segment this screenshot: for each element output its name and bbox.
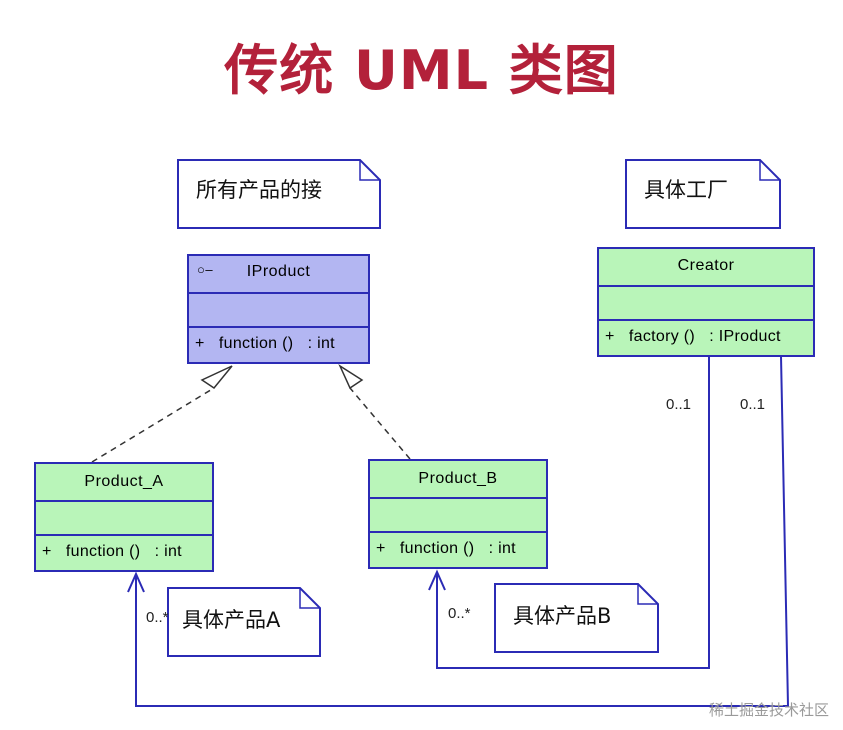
operation-visibility: + (42, 543, 52, 560)
realization-arrow-b (338, 364, 364, 390)
product-b-note-shape (494, 583, 659, 653)
iproduct-interface-box: ○– IProduct + function () : int (187, 254, 370, 364)
creator-class-box: Creator + factory () : IProduct (597, 247, 815, 357)
product-a-note-shape (167, 587, 321, 657)
product-b-attributes-section (370, 499, 546, 533)
product-b-note-fold (637, 584, 658, 605)
operation-name: function () (399, 540, 475, 557)
interface-note-shape (177, 159, 381, 229)
diagram-title: 传统 UML 类图 (224, 39, 619, 102)
product-a-class-box: Product_A + function () : int (34, 462, 214, 572)
product-b-class-name: Product_B (418, 470, 498, 487)
product-a-note: 具体产品A (182, 608, 281, 632)
operation-return-type: : int (488, 540, 516, 557)
association-line-creator-product-a (135, 355, 790, 707)
iproduct-attributes-section (189, 294, 368, 328)
creator-operation: + factory () : IProduct (599, 321, 813, 353)
product-b-operation: + function () : int (370, 533, 546, 565)
interface-lollipop-icon: ○– (197, 262, 214, 277)
association-arrow-product-a (127, 571, 145, 593)
iproduct-class-name: IProduct (246, 263, 311, 280)
watermark-text: 稀土掘金技术社区 (708, 701, 829, 719)
interface-note-fold (359, 160, 380, 181)
product-a-note-fold (299, 588, 320, 609)
operation-visibility: + (195, 335, 205, 352)
operation-return-type: : IProduct (709, 328, 781, 345)
product-a-attributes-section (36, 502, 212, 536)
operation-visibility: + (376, 540, 386, 557)
association-line-creator-product-b (436, 356, 710, 669)
multiplicity-creator-right: 0..1 (740, 396, 766, 413)
factory-note: 具体工厂 (644, 178, 728, 202)
iproduct-name-row: ○– IProduct (189, 256, 368, 288)
operation-visibility: + (605, 328, 615, 345)
operation-name: function () (218, 335, 294, 352)
factory-note-fold (759, 160, 780, 181)
multiplicity-product-a: 0..* (146, 609, 169, 626)
product-a-class-name: Product_A (84, 473, 164, 490)
operation-return-type: : int (307, 335, 335, 352)
creator-class-name: Creator (677, 257, 735, 274)
interface-note: 所有产品的接 (196, 178, 322, 202)
multiplicity-product-b: 0..* (448, 605, 471, 622)
product-b-note: 具体产品B (513, 604, 612, 628)
iproduct-operation: + function () : int (189, 328, 368, 360)
association-arrow-product-b (428, 569, 446, 591)
realization-line-a (91, 387, 215, 463)
operation-name: function () (65, 543, 141, 560)
realization-arrow-a (200, 365, 233, 390)
operation-return-type: : int (154, 543, 182, 560)
product-a-operation: + function () : int (36, 536, 212, 568)
factory-note-shape (625, 159, 781, 229)
product-b-class-box: Product_B + function () : int (368, 459, 548, 569)
multiplicity-creator-left: 0..1 (666, 396, 692, 413)
creator-attributes-section (599, 287, 813, 321)
operation-name: factory () (628, 328, 696, 345)
realization-line-b (349, 387, 411, 460)
